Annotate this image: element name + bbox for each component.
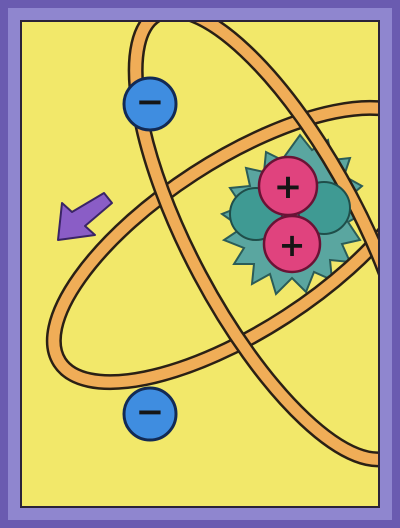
electron-bottom: − [124,388,176,440]
proton-bottom-sign: + [279,226,306,264]
electron-bottom-sign: − [136,392,165,432]
electron-top-sign: − [136,82,165,122]
proton-top-sign: + [274,167,303,207]
electron-top: − [124,78,176,130]
